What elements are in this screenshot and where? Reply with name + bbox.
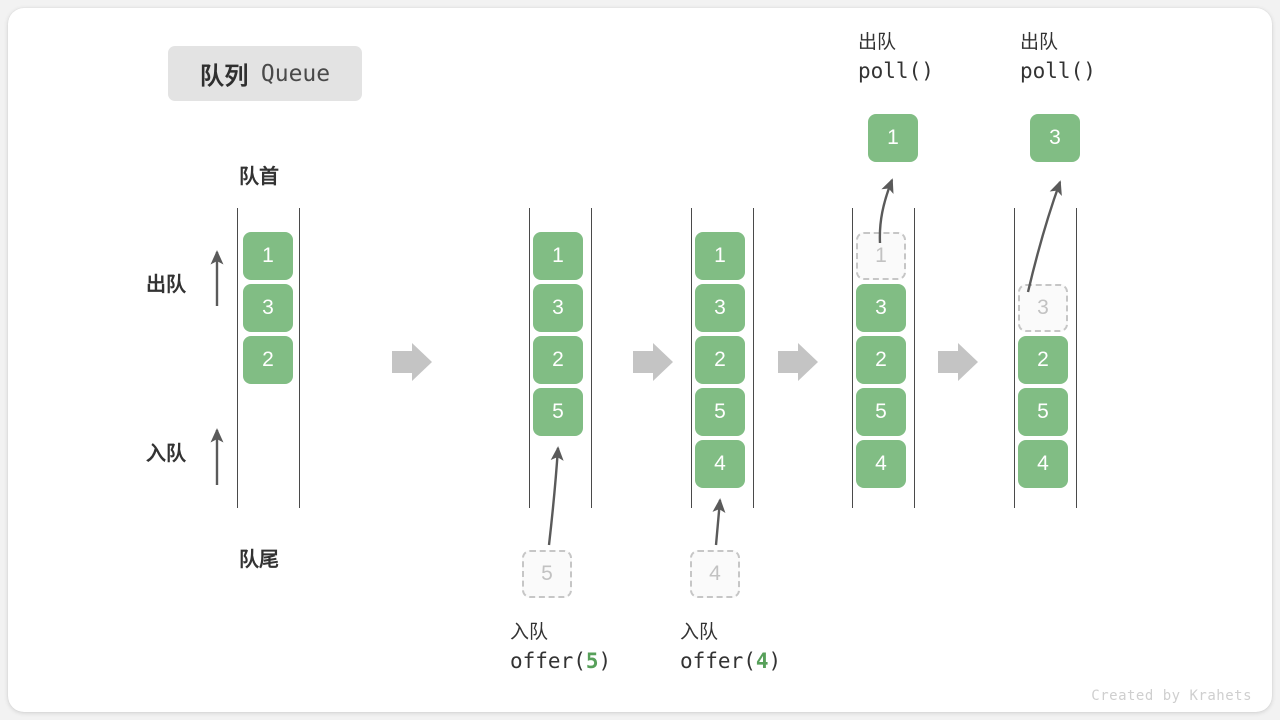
incoming-ghost-item: 4 (690, 550, 740, 598)
operation-code: offer(5) (510, 648, 612, 673)
queue-item: 5 (856, 388, 906, 436)
rail-left-col2 (691, 208, 692, 508)
rail-left-col0 (237, 208, 238, 508)
operation-cn: 出队 (1020, 32, 1059, 53)
rail-left-col4 (1014, 208, 1015, 508)
queue-item-removed: 3 (1018, 284, 1068, 332)
queue-item: 5 (533, 388, 583, 436)
queue-item: 2 (243, 336, 293, 384)
queue-item: 3 (856, 284, 906, 332)
operation-code: offer(4) (680, 648, 782, 673)
title-cn: 队列 (199, 63, 249, 90)
step-arrow (633, 343, 673, 381)
operation-label-poll-1: 出队 poll() (858, 30, 934, 86)
step-arrow (778, 343, 818, 381)
queue-item: 2 (1018, 336, 1068, 384)
queue-item: 5 (695, 388, 745, 436)
queue-item: 1 (243, 232, 293, 280)
queue-item: 4 (695, 440, 745, 488)
queue-item: 1 (533, 232, 583, 280)
queue-item: 4 (1018, 440, 1068, 488)
step-arrow (392, 343, 432, 381)
queue-item: 3 (243, 284, 293, 332)
rail-right-col1 (591, 208, 592, 508)
operation-cn: 出队 (858, 32, 897, 53)
operation-code: poll() (858, 58, 934, 83)
dequeue-arrow-3 (1026, 180, 1062, 293)
rail-left-col3 (852, 208, 853, 508)
rail-right-col3 (914, 208, 915, 508)
queue-item: 4 (856, 440, 906, 488)
enqueue-arrow-5 (547, 446, 564, 546)
queue-head-label: 队首 (239, 166, 279, 188)
popped-item: 1 (868, 114, 918, 162)
credit-footer: Created by Krahets (1091, 688, 1252, 704)
title-en: Queue (260, 60, 331, 87)
rail-right-col4 (1076, 208, 1077, 508)
enqueue-arrow-4 (712, 498, 726, 546)
arrows-overlay (210, 178, 1062, 546)
operation-cn: 入队 (680, 622, 719, 643)
queue-item: 1 (695, 232, 745, 280)
queue-tail-label: 队尾 (239, 549, 279, 571)
diagram-card: 队列 Queue 队首 队尾 出队 入队 1 3 2 1 3 2 5 5 入队 … (8, 8, 1272, 712)
queue-item: 2 (533, 336, 583, 384)
queue-item: 2 (695, 336, 745, 384)
step-arrow (938, 343, 978, 381)
incoming-ghost-item: 5 (522, 550, 572, 598)
rail-left-col1 (529, 208, 530, 508)
diagram-stage: 队列 Queue 队首 队尾 出队 入队 1 3 2 1 3 2 5 5 入队 … (8, 8, 1272, 712)
queue-item: 3 (695, 284, 745, 332)
queue-item: 5 (1018, 388, 1068, 436)
operation-cn: 入队 (510, 622, 549, 643)
queue-item: 2 (856, 336, 906, 384)
queue-item: 3 (533, 284, 583, 332)
queue-item-removed: 1 (856, 232, 906, 280)
operation-label-offer-5: 入队 offer(5) (510, 620, 611, 676)
operation-label-offer-4: 入队 offer(4) (680, 620, 781, 676)
enqueue-direction-label: 入队 (146, 443, 186, 465)
operation-code: poll() (1020, 58, 1096, 83)
dequeue-direction-label: 出队 (146, 274, 186, 296)
rail-right-col2 (753, 208, 754, 508)
operation-label-poll-3: 出队 poll() (1020, 30, 1096, 86)
title-badge: 队列 Queue (168, 46, 362, 101)
popped-item: 3 (1030, 114, 1080, 162)
rail-right-col0 (299, 208, 300, 508)
